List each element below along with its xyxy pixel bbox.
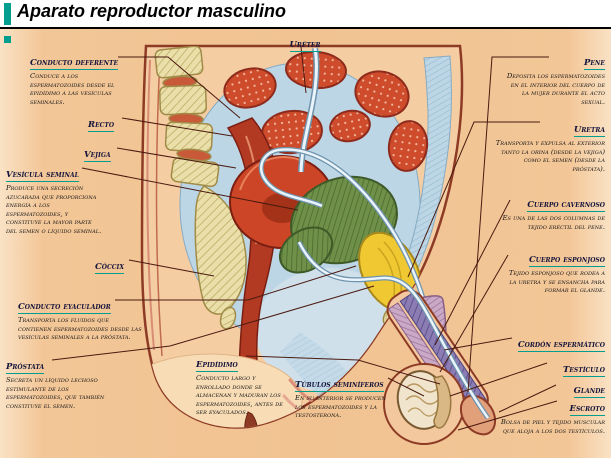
label-testiculo-title: Testículo <box>563 365 605 378</box>
back-muscle-layers <box>146 55 163 357</box>
label-uretra: Uretra Transporta y expulsa al exterior … <box>493 117 605 173</box>
label-cuerpo-cavernoso-desc: Es una de las dos columnas de tejido eré… <box>502 214 605 231</box>
label-vesicula-seminal-desc: Produce una secreción azucarada que prop… <box>6 184 102 235</box>
label-vesicula-seminal: Vesícula seminal Produce una secreción a… <box>6 162 102 235</box>
epididymis-shape <box>432 375 452 429</box>
label-tubulos-seminiferos: Túbulos seminíferos En su interior se pr… <box>295 372 395 420</box>
label-prostata-title: Próstata <box>6 362 45 375</box>
label-testiculo: Testículo <box>563 357 605 378</box>
label-coccix: Cóccix <box>95 254 125 275</box>
label-recto: Recto <box>88 112 115 133</box>
label-ureter-title: Uréter <box>289 40 321 53</box>
ureter-tube <box>298 47 320 173</box>
teal-chip <box>4 36 11 43</box>
label-glande-title: Glande <box>573 386 605 399</box>
header: Aparato reproductor masculino <box>0 0 611 29</box>
label-escroto: Escroto Bolsa de piel y tejido muscular … <box>500 396 605 435</box>
seminiferous-tubules-texture <box>405 383 439 417</box>
label-tubulos-seminiferos-desc: En su interior se producen los espermato… <box>295 394 386 420</box>
scrotum-shape <box>383 363 465 445</box>
label-cuerpo-esponjoso-desc: Tejido esponjoso que rodea a la uretra y… <box>508 269 605 295</box>
leader-lines <box>51 46 558 431</box>
label-conducto-deferente-title: Conducto deferente <box>30 58 119 71</box>
label-cordon-espermatico-title: Cordón espermático <box>517 340 605 353</box>
label-cordon-espermatico: Cordón espermático <box>517 332 605 353</box>
label-conducto-eyaculador-title: Conducto eyaculador <box>18 302 111 315</box>
label-cuerpo-esponjoso: Cuerpo esponjoso Tejido esponjoso que ro… <box>505 247 605 295</box>
header-accent-bar <box>4 3 11 25</box>
label-coccix-title: Cóccix <box>95 262 125 275</box>
label-pene-title: Pene <box>583 58 605 71</box>
label-glande: Glande <box>573 378 605 399</box>
spine-vertebrae <box>154 46 220 188</box>
label-vejiga: Vejiga <box>84 142 111 163</box>
label-conducto-eyaculador-desc: Transporta los fluidos que contienen esp… <box>18 316 142 342</box>
label-conducto-deferente: Conducto deferente Conduce a los esperma… <box>30 50 126 106</box>
label-uretra-desc: Transporta y expulsa al exterior tanto l… <box>495 139 605 173</box>
label-pene: Pene Deposita los espermatozoides en el … <box>503 50 605 106</box>
label-epididimo-title: Epidídimo <box>196 360 238 373</box>
label-uretra-title: Uretra <box>573 125 605 138</box>
label-escroto-desc: Bolsa de piel y tejido muscular que aloj… <box>500 418 605 435</box>
label-prostata-desc: Secreta un líquido lechoso estimulante d… <box>6 376 105 410</box>
label-pene-desc: Deposita los espermatozoides en el inter… <box>506 72 605 106</box>
label-prostata: Próstata Secreta un líquido lechoso esti… <box>6 354 118 410</box>
label-escroto-title: Escroto <box>569 404 605 417</box>
label-tubulos-seminiferos-title: Túbulos seminíferos <box>295 380 384 393</box>
label-cuerpo-cavernoso-title: Cuerpo cavernoso <box>527 200 605 213</box>
intestines <box>223 50 429 172</box>
label-epididimo-desc: Conducto largo y enrollado donde se alma… <box>196 374 283 417</box>
label-cuerpo-cavernoso: Cuerpo cavernoso Es una de las dos colum… <box>500 192 605 231</box>
label-conducto-eyaculador: Conducto eyaculador Transporta los fluid… <box>18 294 142 342</box>
page-title: Aparato reproductor masculino <box>17 1 287 21</box>
urethra-tube <box>296 240 491 420</box>
label-vesicula-seminal-title: Vesícula seminal <box>6 170 79 183</box>
anal-canal <box>244 411 258 428</box>
glans-shape <box>459 394 497 436</box>
label-recto-title: Recto <box>88 120 115 133</box>
label-vejiga-title: Vejiga <box>84 150 111 163</box>
label-cuerpo-esponjoso-title: Cuerpo esponjoso <box>528 255 605 268</box>
label-conducto-deferente-desc: Conduce a los espermatozoides desde el e… <box>30 72 115 106</box>
label-ureter: Uréter <box>265 32 345 53</box>
label-epididimo: Epidídimo Conducto largo y enrollado don… <box>196 352 288 417</box>
